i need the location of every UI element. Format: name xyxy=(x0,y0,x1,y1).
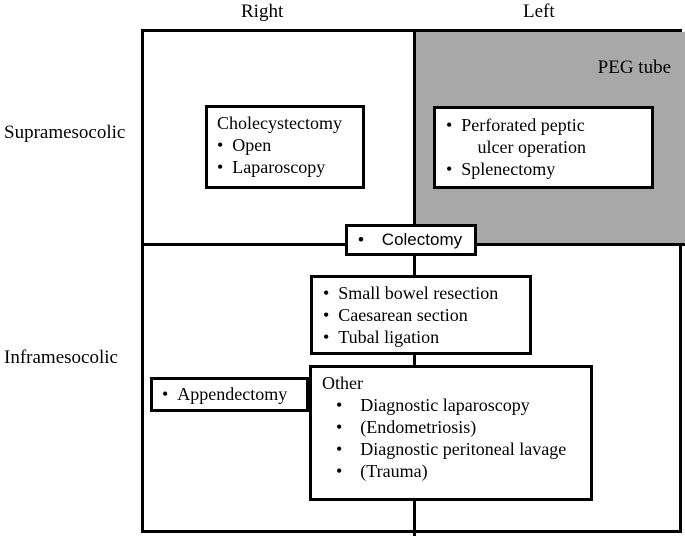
list-item-label: (Endometriosis) xyxy=(360,416,477,437)
connector-smallbowel-to-other xyxy=(413,355,416,371)
node-colectomy-label: Colectomy xyxy=(381,229,463,249)
list-item-label: Tubal ligation xyxy=(338,326,440,347)
bullet-icon: • xyxy=(323,304,330,325)
node-cholecystectomy-heading: Cholecystectomy xyxy=(217,113,342,133)
node-other-list: • Diagnostic laparoscopy • (Endometriosis)… xyxy=(322,395,590,483)
node-small-bowel-list: • Small bowel resection • Caesarean sectio… xyxy=(323,283,529,349)
bullet-icon: • xyxy=(446,115,453,135)
list-item-label: (Trauma) xyxy=(360,460,428,481)
row-header-inframesocolic: Inframesocolic xyxy=(4,347,118,368)
list-item: • Perforated peptic ulcer operation xyxy=(446,115,651,159)
list-item: • Diagnostic laparoscopy xyxy=(336,395,590,417)
node-peg-list: • Perforated peptic ulcer operation • Sple… xyxy=(446,115,651,181)
list-item: • Diagnostic peritoneal lavage xyxy=(336,439,590,461)
bullet-icon: • xyxy=(336,416,343,437)
bullet-icon: • xyxy=(336,460,343,481)
list-item: • Small bowel resection xyxy=(323,283,529,305)
bullet-icon: • xyxy=(336,438,343,459)
row-header-supramesocolic: Supramesocolic xyxy=(4,122,126,143)
list-item-label: Small bowel resection xyxy=(338,283,499,303)
column-header-right: Right xyxy=(241,1,284,22)
node-cholecystectomy[interactable]: Cholecystectomy • Open • Laparoscopy xyxy=(205,105,365,189)
node-other-group[interactable]: Other • Diagnostic laparoscopy • (Endometr… xyxy=(309,365,593,501)
bullet-icon: • xyxy=(336,394,343,415)
bullet-icon: • xyxy=(217,134,224,155)
list-item-label-line1: Perforated peptic xyxy=(461,115,585,135)
bullet-icon: • xyxy=(358,229,364,249)
bullet-icon: • xyxy=(217,156,224,177)
bullet-icon: • xyxy=(323,283,330,303)
list-item: • Open xyxy=(217,135,362,157)
list-item-label: Diagnostic peritoneal lavage xyxy=(360,438,567,459)
list-item: • Laparoscopy xyxy=(217,157,362,179)
list-item-label: Laparoscopy xyxy=(232,156,326,177)
bullet-icon: • xyxy=(446,158,453,179)
column-header-left: Left xyxy=(523,1,555,22)
list-item-label: Diagnostic laparoscopy xyxy=(360,394,530,415)
list-item-label: Caesarean section xyxy=(338,304,468,325)
list-item: • Splenectomy xyxy=(446,159,651,181)
node-appendectomy[interactable]: • Appendectomy xyxy=(150,377,309,412)
node-appendectomy-label: Appendectomy xyxy=(177,383,288,404)
node-other-heading: Other xyxy=(322,373,363,393)
peg-tube-annotation: PEG tube xyxy=(597,57,671,78)
bullet-icon: • xyxy=(323,326,330,347)
list-item-label-line2: ulcer operation xyxy=(477,136,586,157)
node-colectomy[interactable]: • Colectomy xyxy=(345,224,477,256)
connector-other-to-frame-bottom xyxy=(413,501,416,533)
bullet-icon: • xyxy=(162,383,169,404)
list-item-label: Splenectomy xyxy=(461,158,556,179)
list-item: • Tubal ligation xyxy=(323,327,529,349)
connector-colectomy-to-smallbowel xyxy=(413,256,416,284)
list-item: • (Endometriosis) xyxy=(336,417,590,439)
node-small-bowel-group[interactable]: • Small bowel resection • Caesarean sectio… xyxy=(310,275,532,355)
list-item-label: Open xyxy=(232,134,272,155)
node-cholecystectomy-list: • Open • Laparoscopy xyxy=(217,135,362,179)
node-perforated-peptic-ulcer[interactable]: • Perforated peptic ulcer operation • Sple… xyxy=(433,106,654,189)
list-item: • Caesarean section xyxy=(323,305,529,327)
list-item: • (Trauma) xyxy=(336,461,590,483)
